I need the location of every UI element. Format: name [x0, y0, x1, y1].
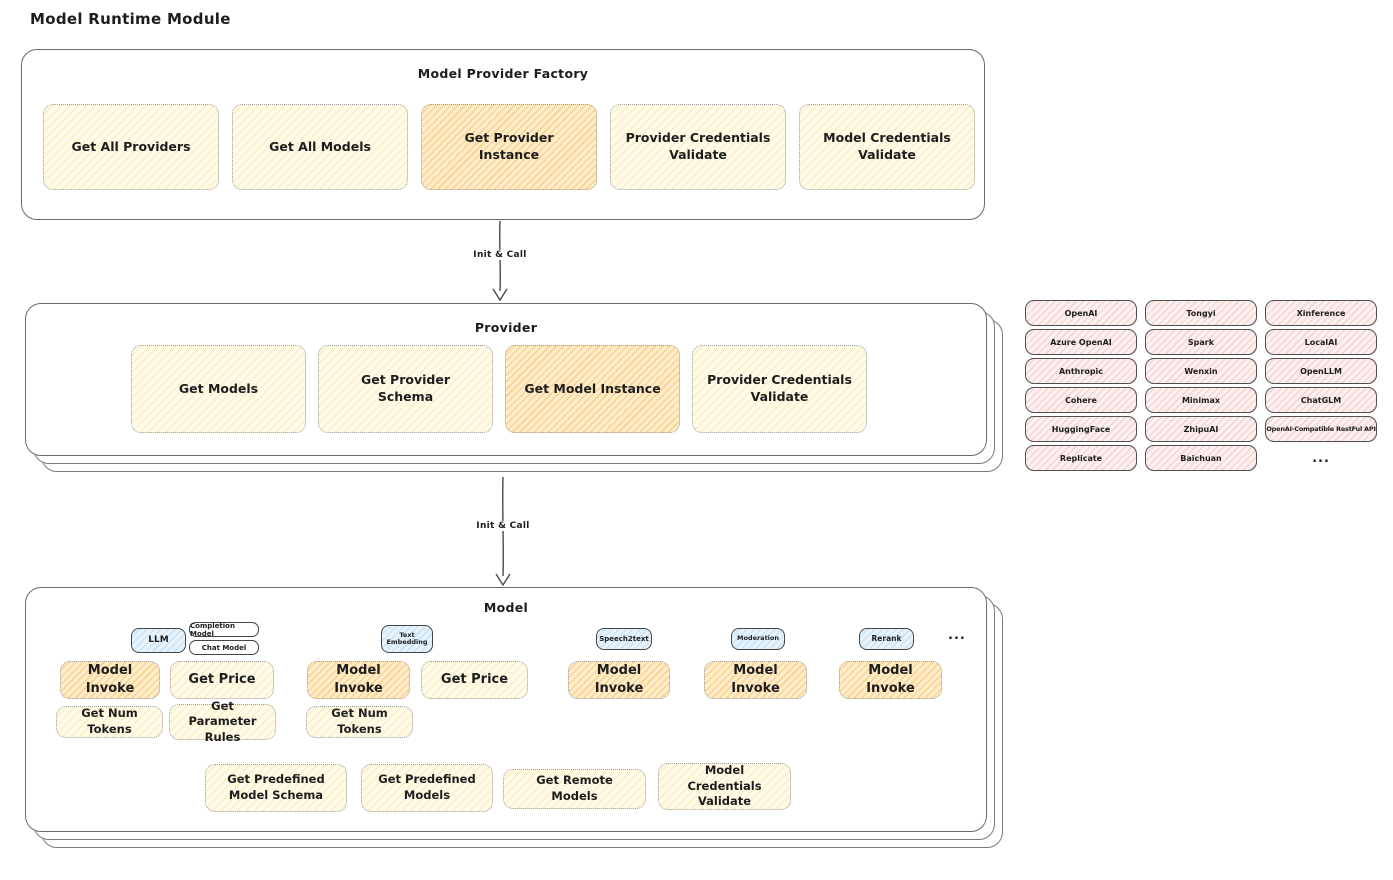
method-get-all-models: Get All Models	[232, 104, 408, 190]
method-get-provider-instance: Get Provider Instance	[421, 104, 597, 190]
factory-methods-row: Get All Providers Get All Models Get Pro…	[43, 104, 975, 190]
op-get-parameter-rules: Get Parameter Rules	[169, 699, 276, 744]
vendor-wenxin: Wenxin	[1145, 358, 1257, 384]
op-model-invoke-rerank: Model Invoke	[839, 661, 942, 699]
tab-chat-model: Chat Model	[189, 640, 259, 655]
vendor-tongyi: Tongyi	[1145, 300, 1257, 326]
tab-moderation: Moderation	[731, 628, 785, 650]
vendor-localai: LocalAI	[1265, 329, 1377, 355]
vendor-xinference: Xinference	[1265, 300, 1377, 326]
tab-text-embedding: Text Embedding	[381, 625, 433, 653]
vendor-cohere: Cohere	[1025, 387, 1137, 413]
op-model-invoke-text-embedding: Model Invoke	[307, 661, 410, 699]
arrow-down-factory-to-provider	[492, 221, 508, 301]
model-panel: Model LLM Completion Model Chat Model Te…	[25, 587, 987, 832]
op-get-price-llm: Get Price	[170, 661, 274, 699]
method-get-models: Get Models	[131, 345, 306, 433]
tab-completion-model: Completion Model	[189, 622, 259, 638]
vendor-chatglm: ChatGLM	[1265, 387, 1377, 413]
op-model-invoke-llm: Model Invoke	[60, 661, 160, 699]
vendor-azure-openai: Azure OpenAI	[1025, 329, 1137, 355]
vendor-replicate: Replicate	[1025, 445, 1137, 471]
factory-title: Model Provider Factory	[417, 66, 589, 81]
vendors-more-ellipsis: ...	[1312, 450, 1330, 466]
method-get-provider-schema: Get Provider Schema	[318, 345, 493, 433]
op-model-credentials-validate: Model Credentials Validate	[658, 763, 791, 810]
vendor-openllm: OpenLLM	[1265, 358, 1377, 384]
factory-panel: Model Provider Factory Get All Providers…	[21, 49, 985, 220]
op-get-num-tokens-llm: Get Num Tokens	[56, 706, 163, 738]
tab-llm: LLM	[131, 628, 186, 653]
model-title: Model	[483, 600, 529, 615]
init-call-label-2: Init & Call	[471, 521, 535, 531]
op-model-invoke-moderation: Model Invoke	[704, 661, 807, 699]
tab-rerank: Rerank	[859, 628, 914, 650]
op-get-predefined-model-schema: Get Predefined Model Schema	[205, 764, 347, 812]
method-get-model-instance: Get Model Instance	[505, 345, 680, 433]
vendor-zhipuai: ZhipuAI	[1145, 416, 1257, 442]
op-get-remote-models: Get Remote Models	[503, 769, 646, 809]
provider-methods-row: Get Models Get Provider Schema Get Model…	[131, 345, 867, 433]
provider-vendors-grid: OpenAI Tongyi Xinference Azure OpenAI Sp…	[1025, 300, 1377, 471]
vendor-huggingface: HuggingFace	[1025, 416, 1137, 442]
page-title: Model Runtime Module	[30, 10, 231, 28]
vendor-spark: Spark	[1145, 329, 1257, 355]
method-provider-credentials-validate-2: Provider Credentials Validate	[692, 345, 867, 433]
arrow-down-provider-to-model	[495, 477, 511, 587]
vendor-minimax: Minimax	[1145, 387, 1257, 413]
op-get-predefined-models: Get Predefined Models	[361, 764, 493, 812]
vendor-openai-compatible-restful-api: OpenAI-Compatible RestFul API	[1265, 416, 1377, 442]
method-get-all-providers: Get All Providers	[43, 104, 219, 190]
method-provider-credentials-validate: Provider Credentials Validate	[610, 104, 786, 190]
provider-title: Provider	[474, 320, 538, 335]
init-call-label-1: Init & Call	[468, 250, 532, 260]
vendor-openai: OpenAI	[1025, 300, 1137, 326]
op-model-invoke-speech2text: Model Invoke	[568, 661, 670, 699]
model-types-more-ellipsis: ...	[948, 628, 966, 643]
provider-panel: Provider Get Models Get Provider Schema …	[25, 303, 987, 456]
op-get-price-text-embedding: Get Price	[421, 661, 528, 699]
vendor-anthropic: Anthropic	[1025, 358, 1137, 384]
op-get-num-tokens-text-embedding: Get Num Tokens	[306, 706, 413, 738]
tab-speech2text: Speech2text	[596, 628, 652, 650]
method-model-credentials-validate: Model Credentials Validate	[799, 104, 975, 190]
vendor-baichuan: Baichuan	[1145, 445, 1257, 471]
